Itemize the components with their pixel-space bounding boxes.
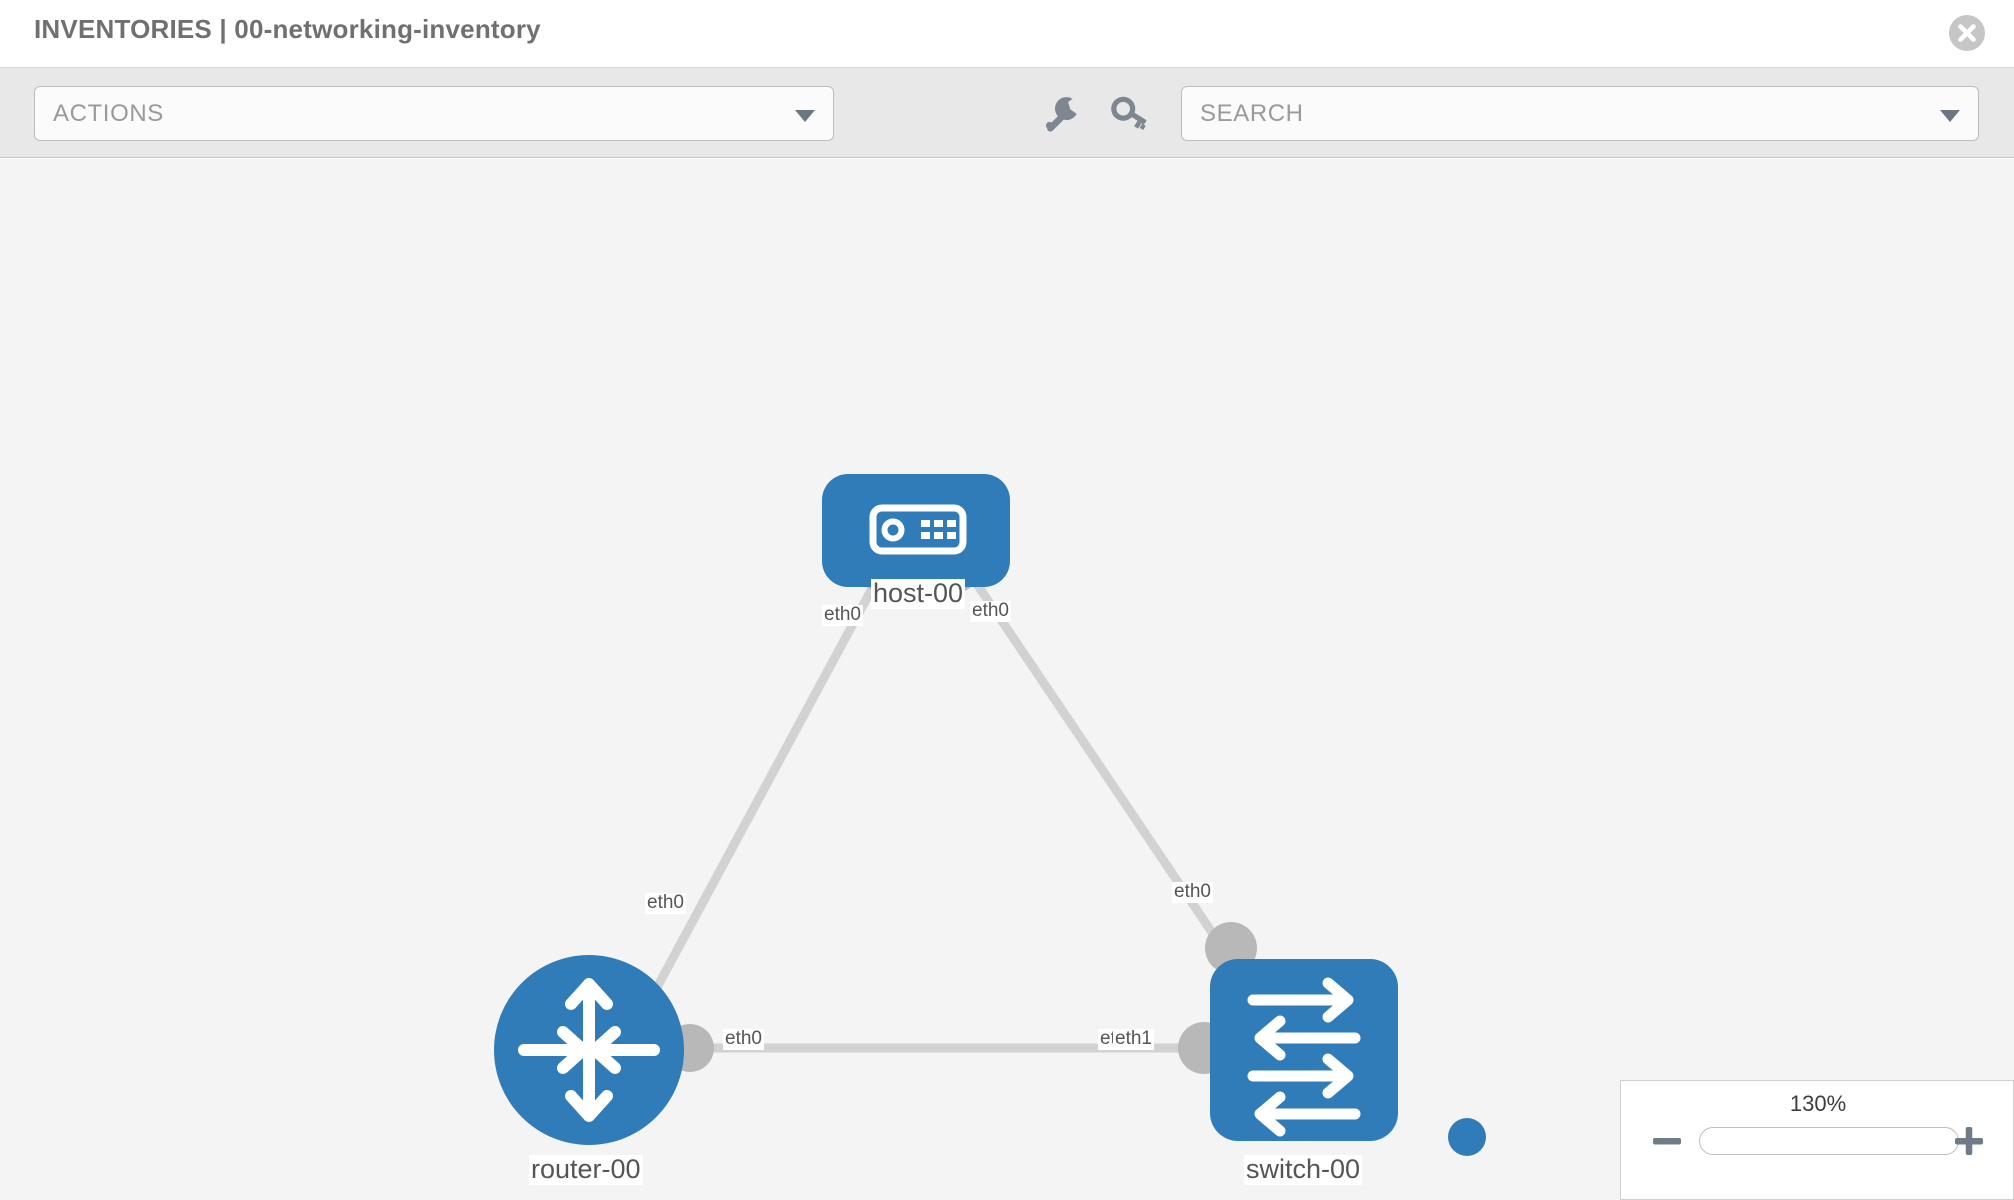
zoom-out-button[interactable] bbox=[1649, 1123, 1685, 1159]
iface-label-host-eth0-left: eth0 bbox=[822, 604, 863, 626]
server-icon bbox=[869, 504, 967, 555]
zoom-control-panel: 130% bbox=[1620, 1080, 2014, 1200]
iface-label-router-eth0-up: eth0 bbox=[645, 892, 686, 914]
node-label-host-00: host-00 bbox=[871, 578, 966, 609]
zoom-slider-thumb[interactable] bbox=[1448, 1118, 1486, 1156]
search-placeholder: SEARCH bbox=[1200, 100, 1304, 127]
chevron-down-icon bbox=[1940, 110, 1960, 122]
link-host00-router00 bbox=[636, 556, 892, 1022]
zoom-in-button[interactable] bbox=[1951, 1123, 1987, 1159]
node-host-00[interactable] bbox=[822, 474, 1010, 587]
key-icon[interactable] bbox=[1107, 90, 1153, 136]
zoom-level-value: 130% bbox=[1789, 1091, 1847, 1116]
actions-dropdown[interactable]: ACTIONS bbox=[34, 86, 834, 141]
iface-label-switch-eth0-up: eth0 bbox=[1172, 881, 1213, 903]
toolbar: ACTIONS SEARCH bbox=[0, 68, 2014, 158]
close-icon[interactable] bbox=[1948, 14, 1986, 52]
search-input[interactable]: SEARCH bbox=[1181, 86, 1979, 141]
wrench-icon[interactable] bbox=[1039, 90, 1085, 136]
router-arrows-icon bbox=[518, 978, 660, 1122]
iface-label-router-eth0-mid: eth0 bbox=[723, 1028, 764, 1050]
iface-label-switch-eth1-mid: eth1 bbox=[1113, 1028, 1154, 1050]
page-title: INVENTORIES | 00-networking-inventory bbox=[34, 14, 541, 44]
topology-graph bbox=[494, 474, 1398, 1145]
page-header: INVENTORIES | 00-networking-inventory bbox=[0, 0, 2014, 68]
iface-label-host-eth0-right: eth0 bbox=[970, 600, 1011, 622]
node-switch-00[interactable] bbox=[1210, 959, 1398, 1141]
node-label-switch-00: switch-00 bbox=[1244, 1154, 1363, 1185]
node-label-router-00: router-00 bbox=[529, 1154, 643, 1185]
node-router-00[interactable] bbox=[494, 955, 684, 1145]
chevron-down-icon bbox=[795, 110, 815, 122]
topology-links bbox=[636, 556, 1234, 1053]
switch-arrows-icon bbox=[1247, 977, 1361, 1137]
zoom-slider-track[interactable] bbox=[1699, 1127, 1959, 1155]
actions-dropdown-label: ACTIONS bbox=[53, 100, 164, 127]
topology-canvas[interactable]: host-00 router-00 switch-00 eth0 eth0 et… bbox=[0, 159, 2014, 1200]
